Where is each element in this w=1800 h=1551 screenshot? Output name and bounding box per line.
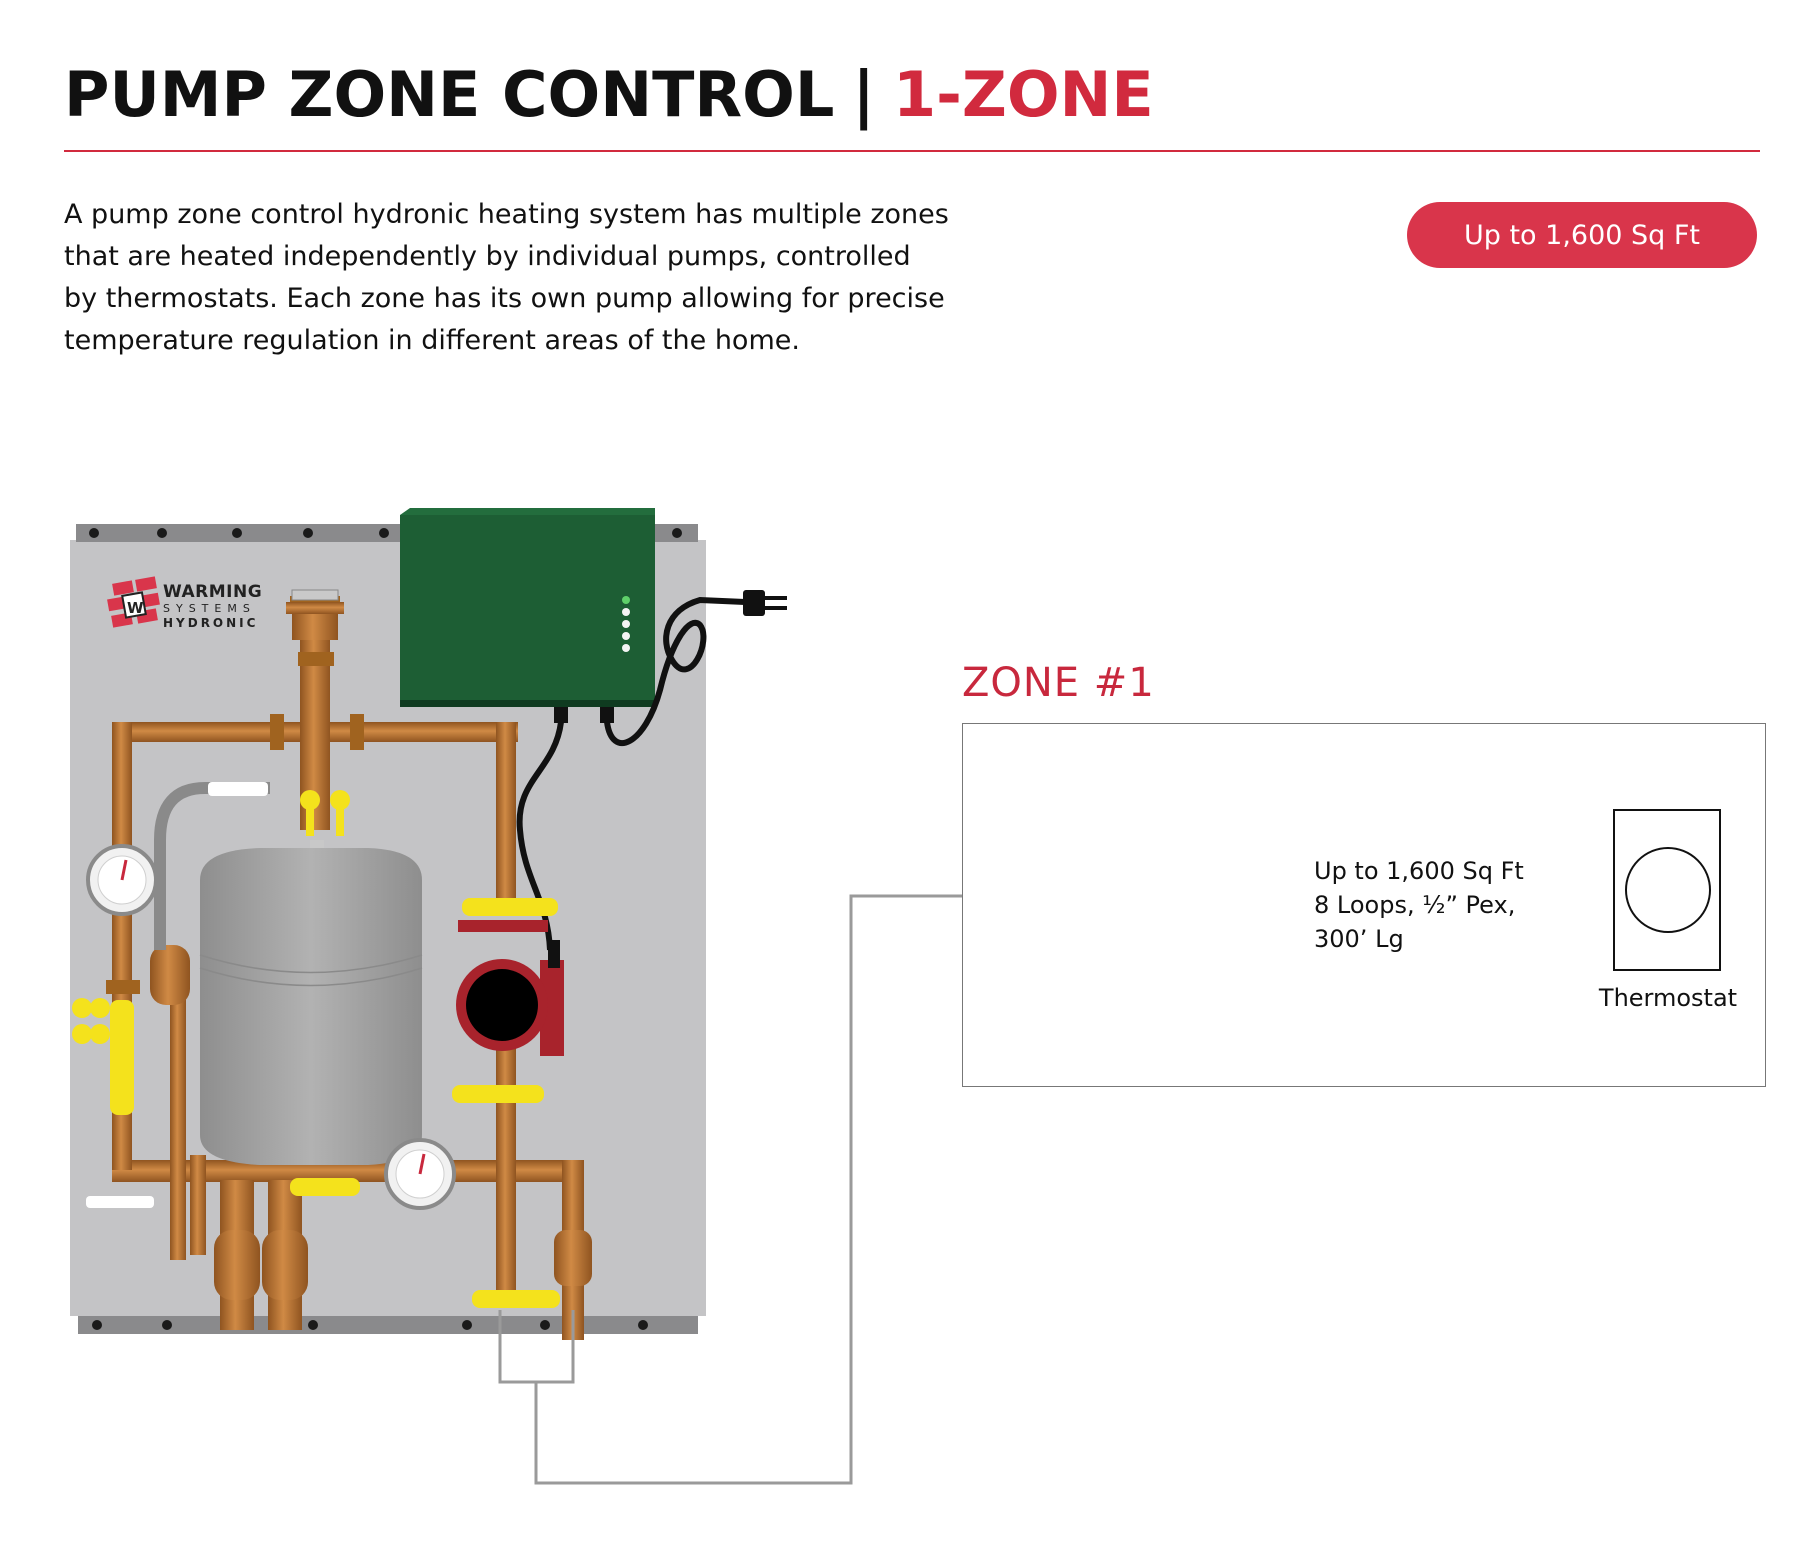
title-main: PUMP ZONE CONTROL [64, 58, 835, 131]
zone-spec: Up to 1,600 Sq Ft 8 Loops, ½” Pex, 300’ … [1314, 854, 1524, 956]
title-separator: | [852, 58, 875, 131]
page-title: PUMP ZONE CONTROL|1-ZONE [64, 58, 1154, 131]
logo-mark-letter: W [127, 599, 144, 617]
zone-spec-line: Up to 1,600 Sq Ft [1314, 857, 1524, 885]
title-accent: 1-ZONE [893, 58, 1154, 131]
coverage-badge: Up to 1,600 Sq Ft [1407, 202, 1757, 268]
warming-systems-logo: WARMING SYSTEMS HYDRONIC [163, 582, 263, 630]
zone-spec-line: 8 Loops, ½” Pex, [1314, 891, 1516, 919]
description-line: by thermostats. Each zone has its own pu… [64, 283, 945, 314]
warming-systems-logo-icon: W [107, 576, 160, 628]
flex-hose [154, 782, 270, 950]
zone-spec-line: 300’ Lg [1314, 925, 1404, 953]
thermostat-icon [1613, 809, 1721, 971]
description: A pump zone control hydronic heating sys… [64, 194, 1064, 362]
circulator-pump-icon [456, 940, 564, 1056]
ball-valve-handles [72, 790, 560, 1308]
logo-line-2: SYSTEMS [163, 602, 256, 615]
temperature-gauge-icon [384, 1138, 456, 1210]
power-plug-icon [743, 590, 787, 616]
description-line: A pump zone control hydronic heating sys… [64, 199, 949, 230]
hose-fitting [208, 782, 268, 796]
pressure-gauge-icon [86, 844, 158, 916]
zone-control-box [400, 508, 655, 723]
expansion-tank [199, 840, 423, 1165]
flow-check-valve [458, 920, 548, 932]
description-line: temperature regulation in different area… [64, 325, 800, 356]
logo-line-3: HYDRONIC [163, 616, 259, 630]
thermostat-dial [1625, 847, 1711, 933]
description-line: that are heated independently by individ… [64, 241, 911, 272]
title-rule [64, 150, 1760, 152]
drain-fitting [86, 1196, 154, 1208]
thermostat-label: Thermostat [1598, 984, 1738, 1012]
zone-title: ZONE #1 [962, 660, 1155, 706]
logo-line-1: WARMING [163, 582, 263, 602]
